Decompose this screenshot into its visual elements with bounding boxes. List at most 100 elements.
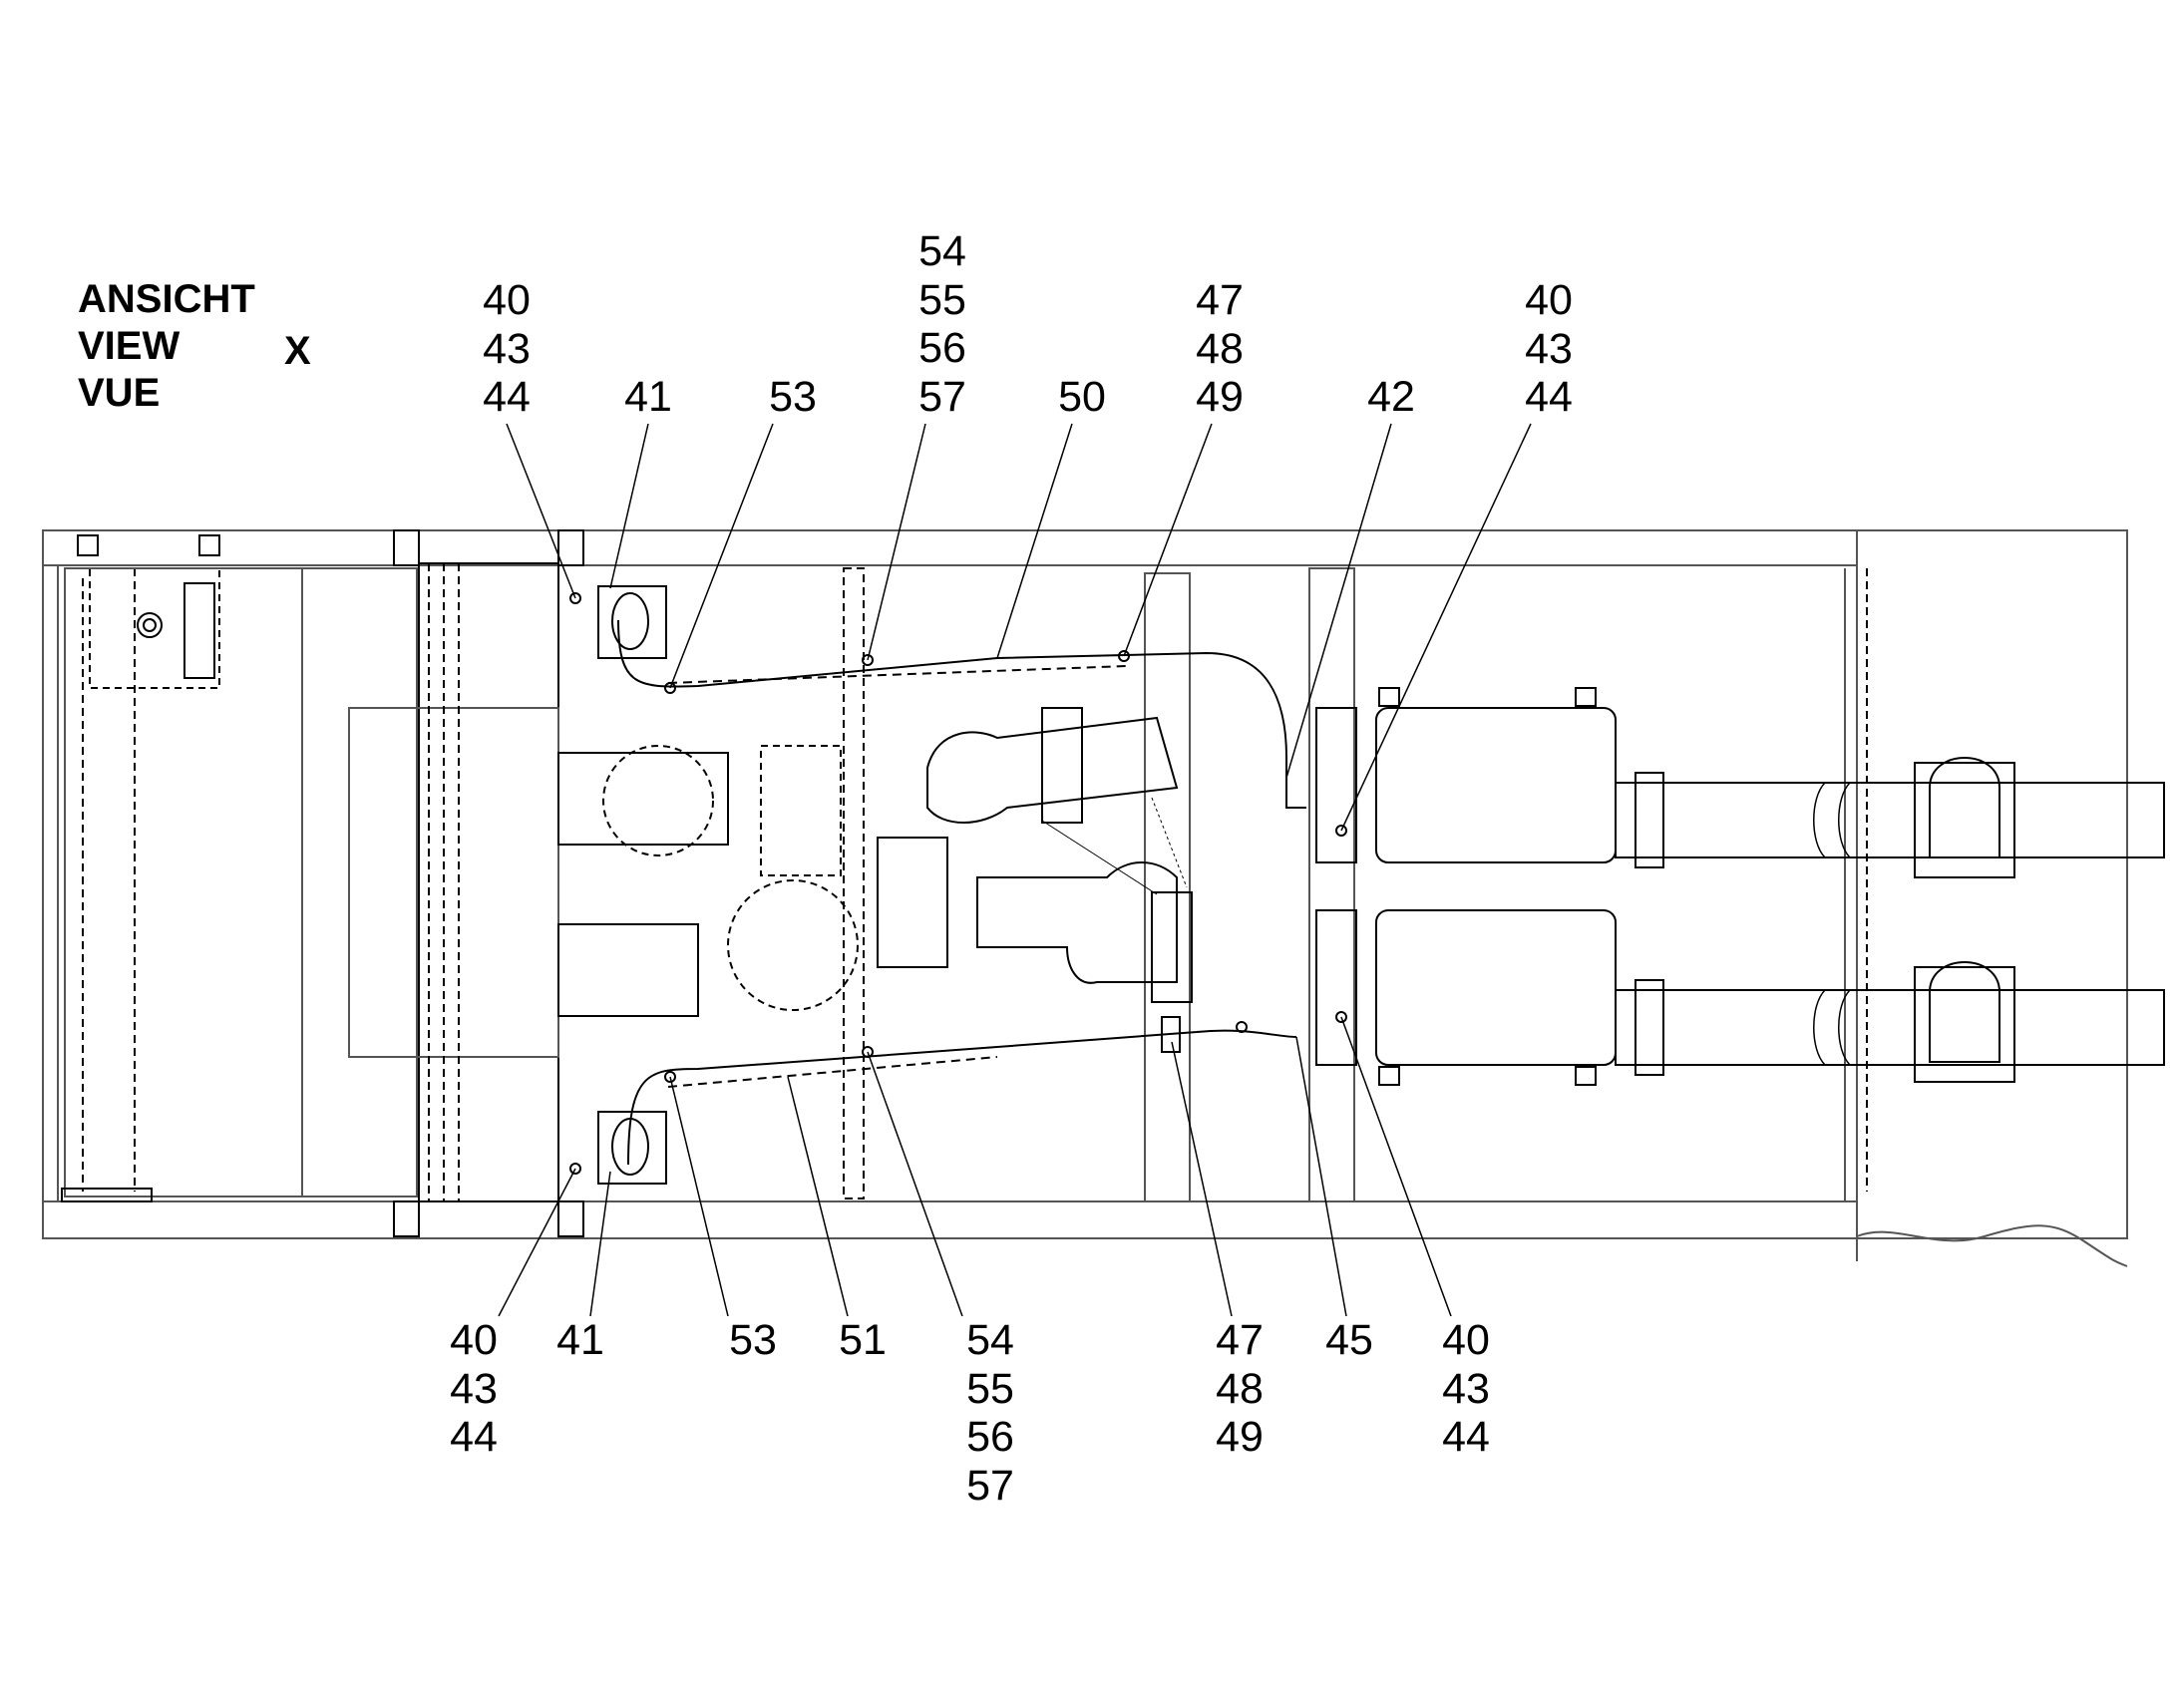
callout-bottom-41: 41 — [556, 1316, 604, 1364]
support-rail-3 — [1308, 567, 1355, 1202]
hose-clamp-47 — [1161, 1016, 1181, 1053]
leader-b5 — [867, 1051, 963, 1317]
flange-lower-port — [611, 1118, 649, 1176]
pipe-support-lower — [1914, 966, 2015, 1083]
leader-lines — [498, 423, 1532, 1317]
leader-t3 — [669, 423, 774, 689]
view-title-en: VIEW — [78, 324, 181, 368]
leader-t7 — [1285, 423, 1392, 779]
flange-upper — [597, 585, 667, 659]
drain-line-lower-dashed — [667, 1056, 998, 1088]
callout-top-41: 41 — [624, 373, 672, 421]
frame-outer — [42, 529, 2128, 1239]
vertical-supports — [843, 567, 1868, 1202]
drain-lines — [569, 585, 1347, 1185]
leader-b7 — [1295, 1036, 1347, 1317]
intake-clamp-upper — [1041, 707, 1083, 824]
leader-t1 — [506, 423, 576, 599]
control-box-port — [137, 612, 163, 638]
base-frame — [42, 529, 2128, 1267]
silencers — [1315, 687, 1617, 1086]
mount-corner-tl — [77, 534, 99, 556]
control-box — [64, 567, 418, 1197]
mount-corner-tl2 — [198, 534, 220, 556]
fitting-53-lower — [664, 1071, 676, 1083]
mount-top-left — [393, 529, 420, 566]
silencer-foot-ul — [1378, 687, 1400, 707]
intake-elbow-lower — [976, 861, 1178, 984]
drain-line-upper-dashed — [667, 665, 1128, 684]
support-saddle-upper — [1929, 757, 2000, 858]
support-rail-1 — [843, 567, 865, 1199]
pipe-weld-upper-2 — [1838, 782, 1851, 858]
pipe-weld-lower-2 — [1838, 989, 1851, 1066]
flange-upper-port — [611, 592, 649, 650]
silencer-flange-lower — [1315, 909, 1357, 1066]
engine-mount-frame — [418, 562, 559, 1202]
drain-line-upper — [617, 619, 1306, 809]
leader-b6 — [1171, 1041, 1233, 1317]
leader-b1 — [498, 1168, 576, 1317]
tailpipe-lower — [1615, 989, 2165, 1066]
pipe-weld-upper — [1813, 782, 1826, 858]
leader-b2 — [589, 1171, 611, 1317]
pipe-weld-lower — [1813, 989, 1826, 1066]
callout-bottom-51: 51 — [839, 1316, 887, 1364]
mount-bottom-right — [557, 1200, 584, 1237]
manifold-upper — [557, 752, 729, 846]
mount-corner-bl — [61, 1188, 153, 1202]
engine-block — [348, 562, 948, 1202]
view-title-fr: VUE — [78, 371, 161, 415]
pipe-support-upper — [1914, 762, 2015, 878]
silencer-flange-upper — [1315, 707, 1357, 863]
silencer-upper — [1375, 707, 1617, 863]
turbo-box-lower — [877, 837, 948, 968]
fitting-54-lower — [862, 1046, 874, 1058]
callout-bottom-45: 45 — [1325, 1316, 1373, 1364]
tailpipe-upper — [1615, 782, 2165, 858]
fitting-40-br — [1335, 1011, 1347, 1023]
pipe-clamp-lower — [1635, 979, 1664, 1076]
leader-b3 — [669, 1076, 729, 1317]
silencer-foot-ur — [1575, 687, 1597, 707]
engine-body — [348, 707, 559, 1058]
callout-top-53: 53 — [769, 373, 817, 421]
fitting-54-upper — [862, 654, 874, 666]
view-title-de: ANSICHT — [78, 277, 255, 321]
leader-t2 — [609, 423, 649, 589]
drain-line-lower — [627, 1029, 1297, 1166]
turbo-lower — [727, 879, 859, 1011]
tailpipes — [1615, 757, 2165, 1083]
manifold-lower — [557, 923, 699, 1017]
fitting-47-upper — [1118, 650, 1130, 662]
brace-upper — [1041, 820, 1158, 895]
silencer-lower — [1375, 909, 1617, 1066]
silencer-foot-ll — [1378, 1066, 1400, 1086]
callout-top-50: 50 — [1058, 373, 1106, 421]
fitting-47-lower — [1236, 1021, 1248, 1033]
view-letter: X — [284, 329, 311, 373]
brace-lower — [1151, 797, 1188, 888]
left-mid-panel — [301, 567, 418, 1197]
leader-b8 — [1340, 1016, 1452, 1317]
intake-elbow-upper — [926, 716, 1179, 824]
leader-t8 — [1340, 423, 1532, 832]
mount-brackets — [61, 529, 584, 1237]
leader-t6 — [1123, 423, 1213, 657]
break-line — [1856, 1224, 2128, 1267]
leader-t5 — [996, 423, 1073, 659]
leader-b4 — [787, 1076, 849, 1317]
silencer-foot-lr — [1575, 1066, 1597, 1086]
fitting-40-tl — [569, 592, 581, 604]
support-saddle-lower — [1929, 961, 2000, 1063]
flange-lower — [597, 1111, 667, 1185]
mount-bottom-left — [393, 1200, 420, 1237]
